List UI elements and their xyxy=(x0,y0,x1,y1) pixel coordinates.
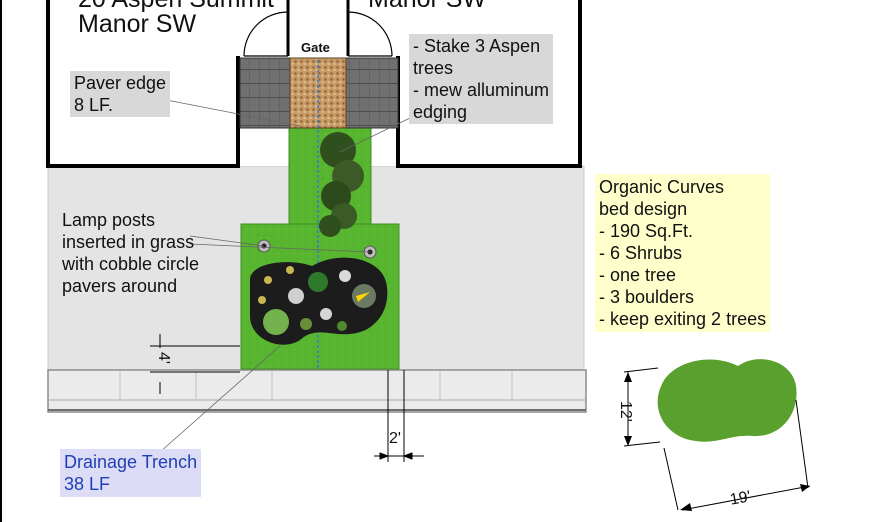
stake-aspen-note: - Stake 3 Aspen trees - mew alluminum ed… xyxy=(409,34,554,124)
stake-note-line: trees xyxy=(413,58,454,78)
dimension-2ft-marks xyxy=(374,370,424,462)
dimension-bed-length-label: 19' xyxy=(728,488,753,509)
lamp-note-line: pavers around xyxy=(62,276,178,296)
dimension-gap-label: 4' xyxy=(155,352,172,364)
paver-edge-note-line: 8 LF. xyxy=(74,95,114,115)
organic-note-line: - 190 Sq.Ft. xyxy=(599,221,694,241)
organic-curves-note: Organic Curves bed design - 190 Sq.Ft. -… xyxy=(595,174,771,332)
sidewalk xyxy=(47,369,587,413)
lamp-posts-note: Lamp posts inserted in grass with cobble… xyxy=(62,209,199,297)
planting-bed xyxy=(250,257,388,345)
paver-edge-left xyxy=(239,57,291,129)
lamp-note-line: with cobble circle xyxy=(62,254,200,274)
stake-note-line: - Stake 3 Aspen xyxy=(413,36,541,56)
building-left-name-line1: 20 Aspen Summit xyxy=(78,0,274,13)
paver-edge-note-line: Paver edge xyxy=(74,73,167,93)
bed-plan-view xyxy=(623,359,811,511)
dimension-4ft-marks xyxy=(150,334,240,394)
organic-note-line: - 6 Shrubs xyxy=(599,243,683,263)
dimension-trench-label: 2' xyxy=(389,430,401,447)
building-right-name: Manor SW xyxy=(368,0,486,13)
organic-note-line: bed design xyxy=(599,199,688,219)
aspen-trees xyxy=(319,132,364,237)
building-left-name-line2: Manor SW xyxy=(78,10,197,38)
paver-edge-right xyxy=(345,57,399,129)
stake-note-line: edging xyxy=(413,102,468,122)
drainage-trench-note: Drainage Trench 38 LF xyxy=(60,449,202,497)
stake-note-line: - mew alluminum xyxy=(413,80,550,100)
gate-label: Gate xyxy=(301,40,330,55)
leader-lines xyxy=(145,95,411,453)
lamp-note-line: Lamp posts xyxy=(62,210,156,230)
drainage-note-line: 38 LF xyxy=(64,474,111,494)
lamp-note-line: inserted in grass xyxy=(62,232,195,252)
organic-note-line: - 3 boulders xyxy=(599,287,695,307)
dimension-bed-depth-label: 12' xyxy=(617,401,634,422)
drainage-note-line: Drainage Trench xyxy=(64,452,198,472)
organic-note-line: Organic Curves xyxy=(599,177,725,197)
organic-note-line: - one tree xyxy=(599,265,677,285)
paver-edge-note: Paver edge 8 LF. xyxy=(70,71,171,117)
organic-note-line: - keep exiting 2 trees xyxy=(599,309,767,329)
